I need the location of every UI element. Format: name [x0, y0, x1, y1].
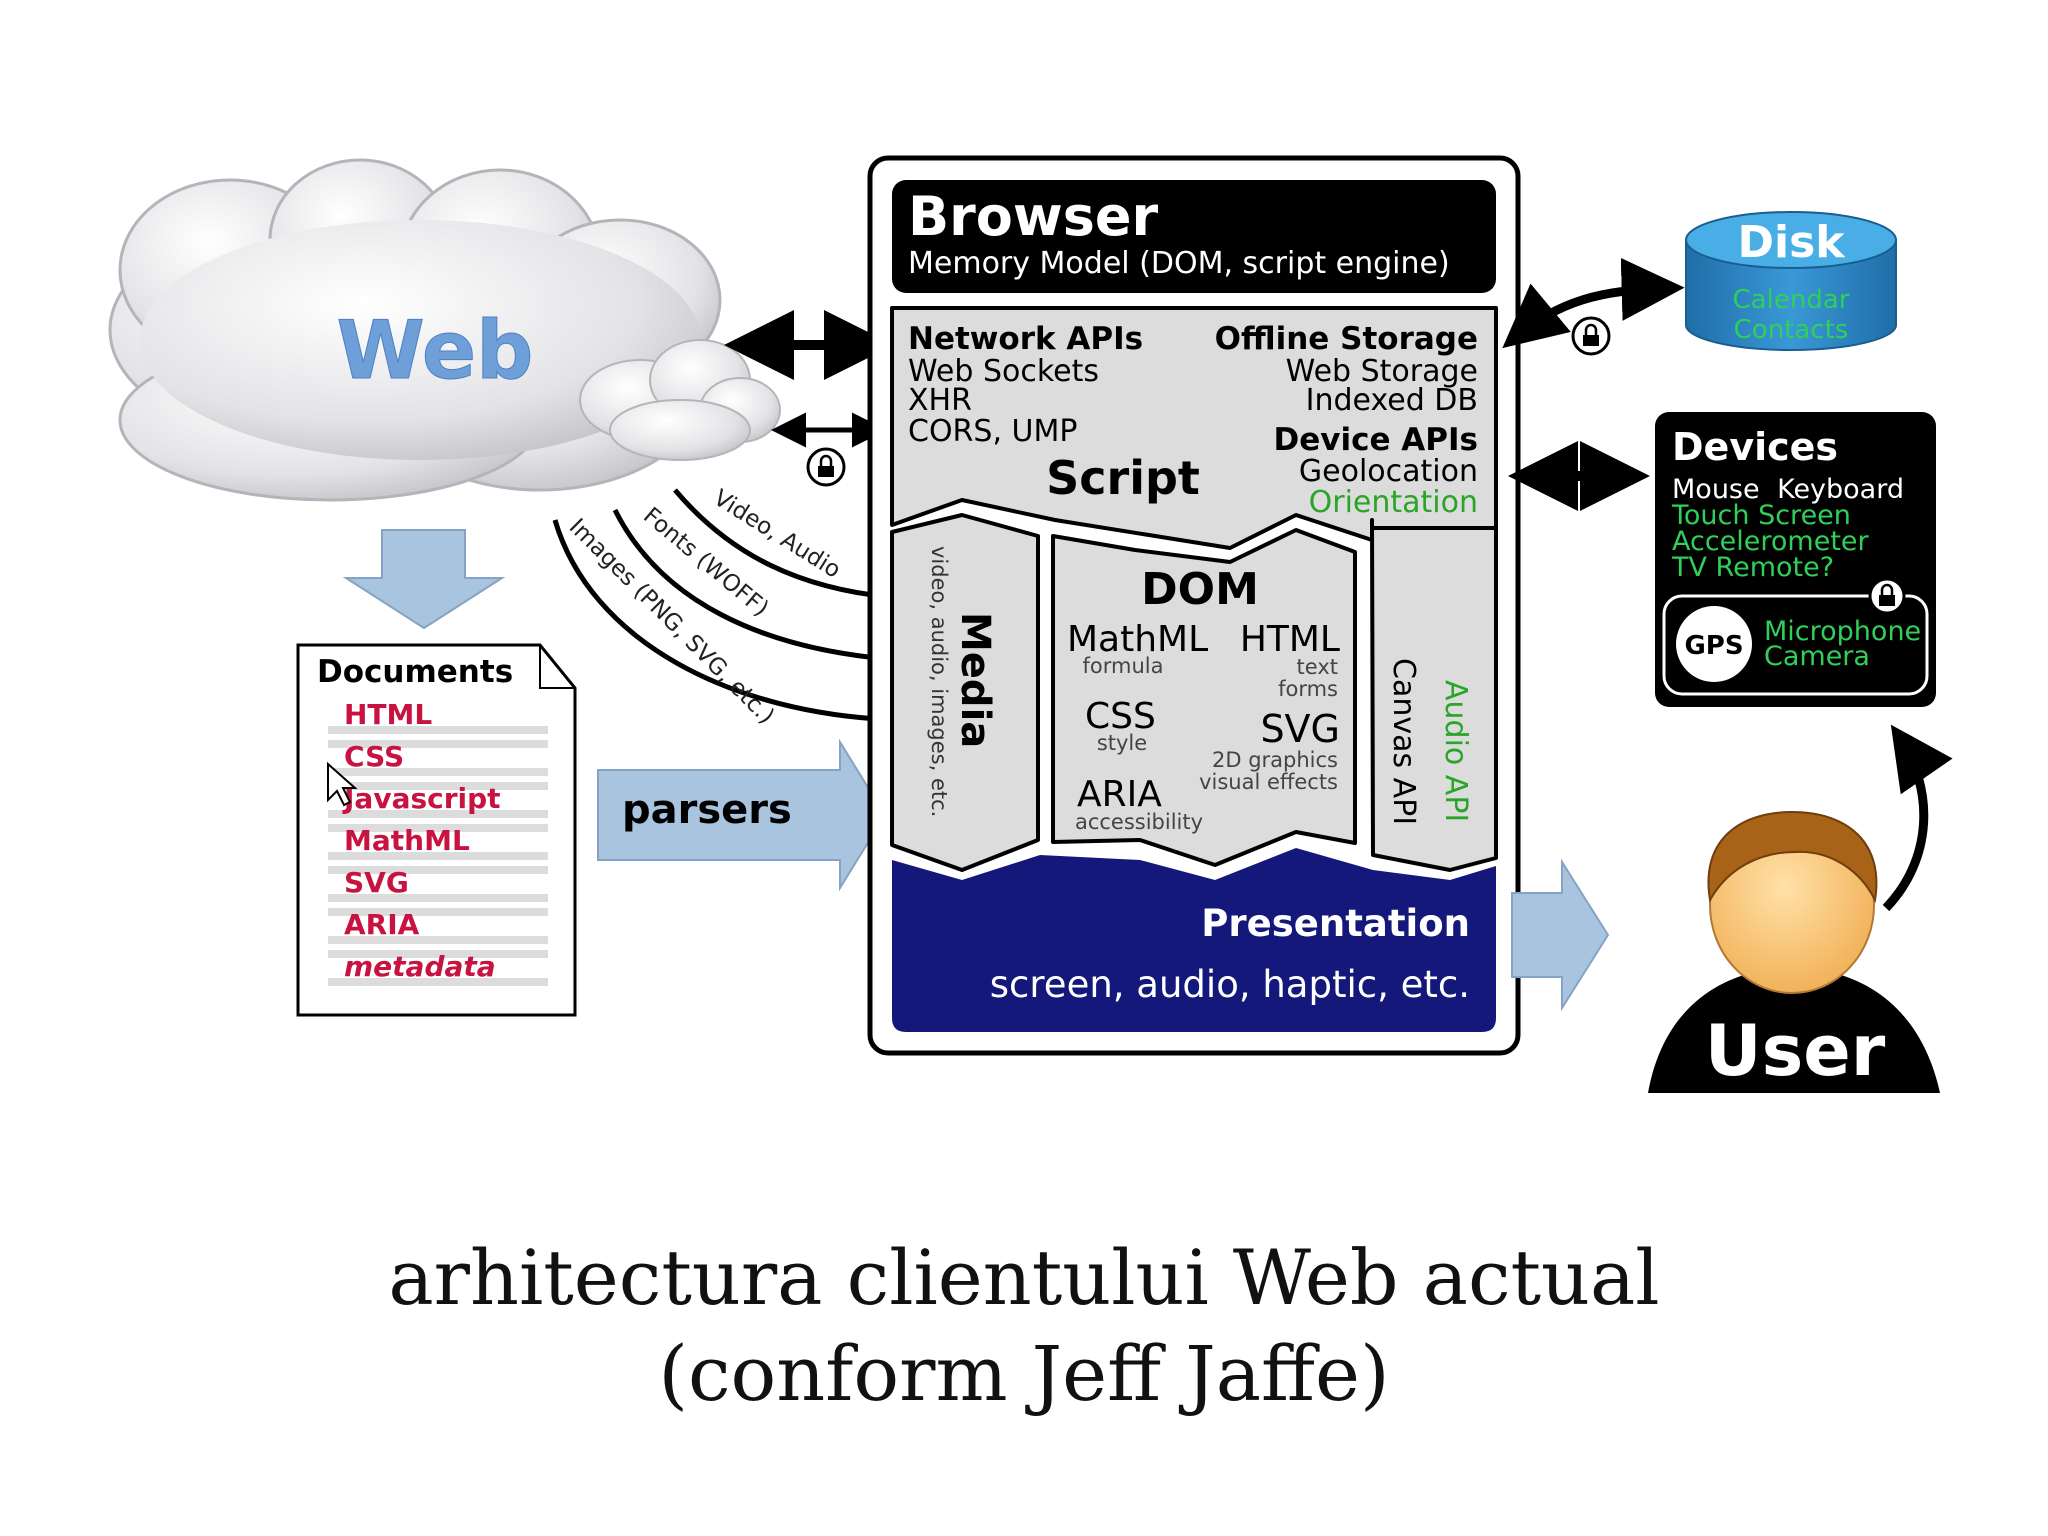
network-item-cors: CORS, UMP: [908, 414, 1077, 449]
browser-subtitle: Memory Model (DOM, script engine): [908, 246, 1450, 281]
devices-item-accelerometer: Accelerometer: [1672, 526, 1870, 557]
presentation-panel: [892, 848, 1496, 1032]
dom-html-sub-forms: forms: [1278, 677, 1338, 701]
offline-item-webstorage: Web Storage: [1286, 354, 1478, 389]
caption-line-1: arhitectura clientului Web actual: [388, 1233, 1660, 1322]
web-cloud: Web: [108, 158, 781, 502]
mouse-cursor-icon: [327, 761, 358, 807]
network-item-xhr: XHR: [908, 383, 972, 418]
dom-panel: [1051, 528, 1357, 867]
dom-mathml-sub: formula: [1083, 654, 1164, 678]
gps-icon: [1676, 606, 1752, 682]
user-to-devices-arrow: [1882, 724, 1953, 912]
doc-item-metadata: metadata: [344, 950, 496, 983]
user-label: User: [1705, 1010, 1886, 1092]
documents-title: Documents: [317, 654, 513, 690]
dom-css-sub: style: [1097, 731, 1147, 755]
script-panel: [890, 306, 1498, 550]
doc-item-mathml: MathML: [344, 824, 470, 857]
parsers-arrow: parsers: [597, 738, 887, 892]
doc-item-aria: ARIA: [344, 908, 420, 941]
disk-title: Disk: [1737, 217, 1846, 268]
media-subtitle: video, audio, images, etc.: [927, 546, 951, 817]
documents-page: Documents HTML CSS Javascript MathML SVG…: [296, 643, 577, 1017]
dom-html: HTML: [1240, 619, 1340, 660]
media-panel: [890, 513, 1040, 872]
network-item-websockets: Web Sockets: [908, 354, 1099, 389]
gps-label: GPS: [1684, 631, 1743, 661]
disk-item-calendar: Calendar: [1733, 285, 1850, 315]
devices-box: Devices Mouse Keyboard Touch Screen Acce…: [1655, 412, 1936, 707]
device-item-geolocation: Geolocation: [1299, 454, 1478, 489]
dom-svg: SVG: [1260, 707, 1340, 751]
script-label: Script: [1046, 451, 1200, 505]
offline-item-indexeddb: Indexed DB: [1306, 383, 1478, 418]
doc-item-css: CSS: [344, 740, 404, 773]
canvas-api-label: Canvas API: [1386, 658, 1421, 825]
dom-svg-sub-effects: visual effects: [1199, 770, 1338, 794]
dom-aria: ARIA: [1077, 774, 1162, 815]
network-apis-title: Network APIs: [908, 321, 1143, 357]
browser-disk-double-arrow: [1502, 257, 1685, 349]
caption-line-2: (conform Jeff Jaffe): [658, 1329, 1390, 1418]
doc-item-svg: SVG: [344, 866, 409, 899]
doc-item-javascript: Javascript: [342, 782, 501, 815]
web-label: Web: [337, 304, 534, 397]
parsers-label: parsers: [622, 787, 792, 833]
dom-css: CSS: [1085, 696, 1156, 737]
disk-item-contacts: Contacts: [1734, 315, 1849, 345]
device-item-orientation: Orientation: [1309, 485, 1478, 520]
dom-aria-sub: accessibility: [1075, 810, 1203, 834]
cloud-to-documents-arrow: [342, 529, 506, 630]
devices-item-microphone: Microphone: [1764, 616, 1921, 647]
audio-api-label: Audio API: [1438, 680, 1473, 822]
devices-keyboard: Keyboard: [1777, 474, 1904, 505]
devices-item-camera: Camera: [1764, 641, 1870, 672]
device-apis-title: Device APIs: [1274, 422, 1478, 458]
devices-mouse: Mouse: [1672, 474, 1760, 505]
canvas-audio-panel: [1370, 518, 1498, 872]
lock-icon: [806, 447, 846, 487]
dom-html-sub-text: text: [1297, 655, 1338, 679]
dom-svg-sub-graphics: 2D graphics: [1212, 748, 1338, 772]
doc-item-html: HTML: [344, 698, 432, 731]
presentation-subtitle: screen, audio, haptic, etc.: [990, 963, 1470, 1006]
devices-title: Devices: [1672, 425, 1838, 469]
media-title: Media: [952, 612, 998, 748]
browser-title: Browser: [908, 185, 1159, 248]
dom-mathml: MathML: [1067, 619, 1208, 660]
presentation-to-user-arrow: [1511, 858, 1610, 1012]
presentation-title: Presentation: [1201, 902, 1470, 945]
dom-title: DOM: [1141, 564, 1259, 615]
offline-storage-title: Offline Storage: [1215, 321, 1478, 357]
devices-lock-icon: [1868, 577, 1906, 615]
caption: arhitectura clientului Web actual (confo…: [0, 1230, 2048, 1422]
devices-item-touch: Touch Screen: [1671, 500, 1851, 531]
user-avatar: User: [1648, 810, 1940, 1093]
stream-arrows: [552, 488, 907, 737]
browser-box: Browser Memory Model (DOM, script engine…: [867, 155, 1521, 1056]
disk-lock-icon: [1571, 316, 1611, 356]
disk: Disk Calendar Contacts: [1685, 211, 1897, 351]
devices-item-tvremote: TV Remote?: [1671, 552, 1834, 583]
